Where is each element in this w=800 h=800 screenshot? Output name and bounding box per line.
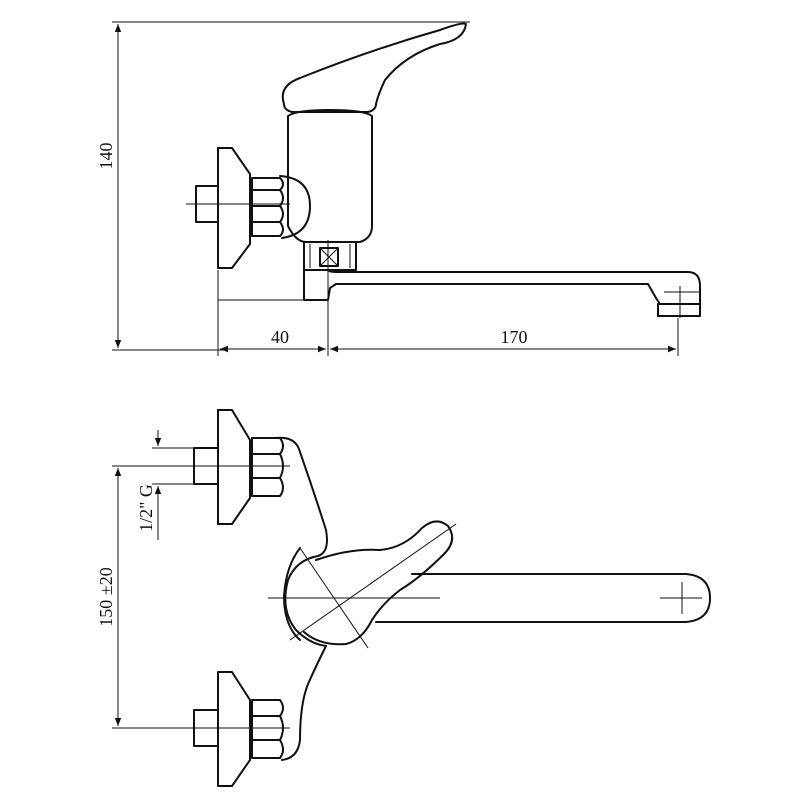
side-body <box>287 109 373 243</box>
height-dimension-label: 140 <box>96 143 116 170</box>
top-view <box>156 409 711 787</box>
side-diverter-knob <box>319 247 339 267</box>
side-flange <box>217 147 251 269</box>
side-dimensions: 140 40 170 <box>96 21 679 356</box>
side-handle-lever <box>281 22 467 113</box>
wall-offset-label: 40 <box>271 327 289 347</box>
top-spout <box>375 573 711 623</box>
top-body <box>275 436 328 761</box>
spout-reach-label: 170 <box>501 327 528 347</box>
top-upper-hex-nut <box>251 437 284 497</box>
top-dimensions: 150 ±20 1/2" G <box>96 430 194 729</box>
top-upper-flange <box>217 409 251 525</box>
top-lower-flange <box>217 671 251 787</box>
side-hex-nut <box>251 177 284 237</box>
side-connector <box>279 175 311 239</box>
connection-spacing-label: 150 ±20 <box>96 567 116 626</box>
side-spout <box>303 269 701 305</box>
thread-size-label: 1/2" G <box>136 484 156 532</box>
side-view <box>186 22 701 318</box>
top-lower-hex-nut <box>251 699 284 759</box>
side-diverter <box>303 241 357 271</box>
top-body-inner <box>283 547 301 641</box>
top-handle-lever <box>303 520 454 646</box>
side-aerator <box>657 303 701 317</box>
